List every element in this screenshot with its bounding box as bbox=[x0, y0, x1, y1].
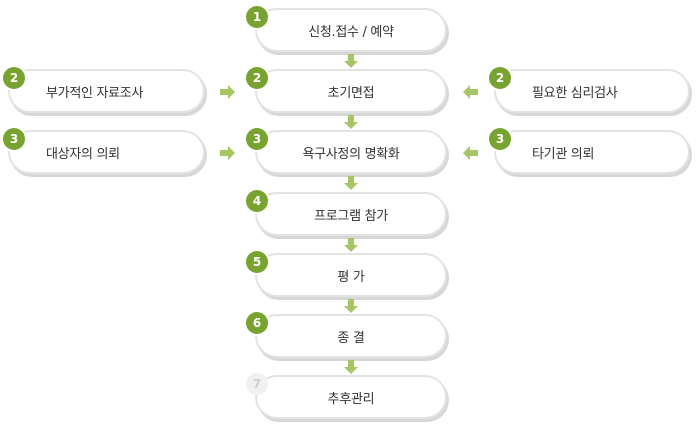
input-label: 부가적인 자료조사 bbox=[46, 85, 144, 101]
input-number-badge: 3 bbox=[3, 128, 25, 150]
step-number-badge: 6 bbox=[246, 312, 268, 334]
input-number-badge: 2 bbox=[3, 67, 25, 89]
step-needs-assessment: 욕구사정의 명확화 bbox=[255, 130, 447, 174]
step-number-badge: 7 bbox=[246, 373, 268, 395]
step-number-badge: 1 bbox=[246, 6, 268, 28]
step-evaluation: 평 가 bbox=[255, 253, 447, 297]
step-label: 욕구사정의 명확화 bbox=[302, 146, 400, 162]
step-termination: 종 결 bbox=[255, 314, 447, 358]
step-label: 추후관리 bbox=[327, 391, 375, 407]
step-label: 신청.접수 / 예약 bbox=[308, 24, 394, 40]
input-number-badge: 3 bbox=[489, 128, 511, 150]
input-client-referral: 대상자의 의뢰 bbox=[8, 130, 205, 174]
input-label: 대상자의 의뢰 bbox=[46, 146, 120, 162]
input-number-badge: 2 bbox=[489, 67, 511, 89]
step-label: 초기면접 bbox=[327, 85, 375, 101]
step-initial-interview: 초기면접 bbox=[255, 69, 447, 113]
input-label: 타기관 의뢰 bbox=[532, 146, 595, 162]
step-number-badge: 4 bbox=[246, 190, 268, 212]
step-apply: 신청.접수 / 예약 bbox=[255, 8, 447, 52]
step-number-badge: 3 bbox=[246, 128, 268, 150]
step-program: 프로그램 참가 bbox=[255, 192, 447, 236]
step-number-badge: 5 bbox=[246, 251, 268, 273]
input-agency-referral: 타기관 의뢰 bbox=[494, 130, 690, 174]
step-label: 평 가 bbox=[337, 269, 365, 285]
step-follow-up: 추후관리 bbox=[255, 375, 447, 419]
step-label: 프로그램 참가 bbox=[314, 208, 388, 224]
input-label: 필요한 심리검사 bbox=[532, 85, 618, 101]
step-label: 종 결 bbox=[337, 330, 365, 346]
input-psych-test: 필요한 심리검사 bbox=[494, 69, 690, 113]
step-number-badge: 2 bbox=[246, 67, 268, 89]
input-additional-research: 부가적인 자료조사 bbox=[8, 69, 205, 113]
